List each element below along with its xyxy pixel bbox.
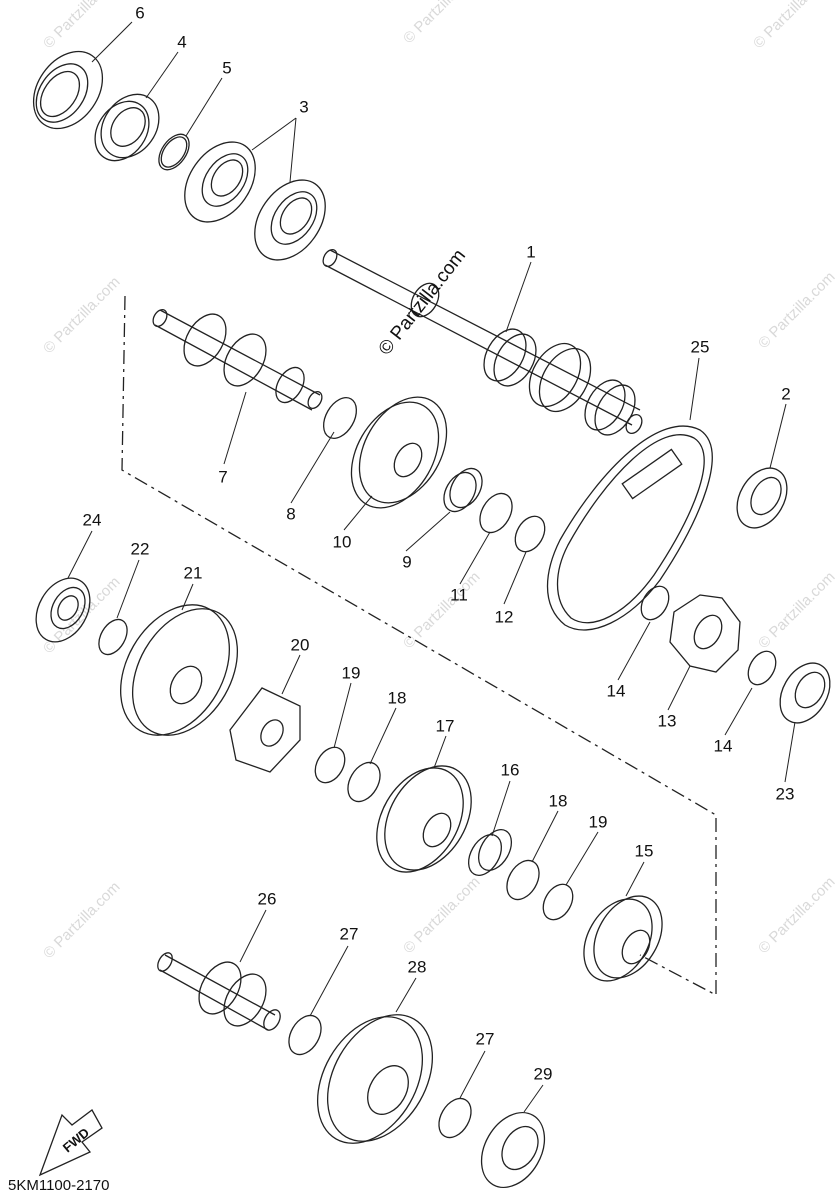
washer-18a [347,761,381,803]
callout-10: 10 [332,532,352,552]
gear-10 [350,396,448,509]
bearing-23 [779,662,831,724]
callout-28: 28 [407,957,427,977]
callout-12: 12 [494,607,514,627]
gear-28 [316,1014,434,1144]
circlip-19b [542,883,574,921]
callout-22: 22 [130,539,150,559]
fwd-arrow [38,1109,103,1177]
gear-15 [583,895,663,982]
gear-21 [120,604,239,736]
callout-14a: 14 [606,681,626,701]
callout-15: 15 [634,841,654,861]
callout-6: 6 [135,3,145,23]
o-ring-5 [158,133,190,171]
callout-18a: 18 [387,688,407,708]
bearing-2 [736,467,788,529]
diagram-code: 5KM1100-2170 [8,1177,110,1194]
callout-29: 29 [533,1064,553,1084]
circlip-19a [314,746,346,784]
assembly-outline [121,295,717,997]
sprocket-13 [669,594,741,673]
circlip-8 [322,397,358,439]
circlip-27a [288,1014,322,1056]
callout-23: 23 [775,784,795,804]
callout-20: 20 [290,635,310,655]
callout-7: 7 [218,467,228,487]
shaft-26 [157,952,281,1031]
gear-17 [376,765,472,873]
bearing-29 [480,1111,546,1189]
callout-9: 9 [402,552,412,572]
chain-25 [546,425,713,631]
circlip-14b [747,650,777,686]
dog-clutch-20 [229,687,301,773]
callout-21: 21 [183,563,203,583]
circlip-14a [640,585,670,621]
washer-22 [98,618,128,656]
washer-18b [506,859,540,901]
callout-19a: 19 [341,663,361,683]
callout-17: 17 [435,716,455,736]
callout-8: 8 [286,504,296,524]
bearing-3b [254,179,326,261]
callout-27a: 27 [339,924,359,944]
callout-3: 3 [299,97,309,117]
main-axle-1 [322,248,643,436]
callout-14b: 14 [713,736,733,756]
needle-bearing-9 [443,467,483,513]
callout-18b: 18 [548,791,568,811]
circlip-27b [438,1097,472,1139]
secondary-shaft-7 [152,308,323,411]
washer-11 [479,492,513,534]
callout-19b: 19 [588,812,608,832]
bearing-3a [184,141,256,223]
bearing-24 [35,577,91,643]
callout-5: 5 [222,58,232,78]
callout-2: 2 [781,384,791,404]
callout-16: 16 [500,760,520,780]
chain-links [621,448,683,500]
callout-25: 25 [690,337,710,357]
oil-seal-6 [32,50,104,130]
callout-26: 26 [257,889,277,909]
callout-1: 1 [526,242,536,262]
callout-27b: 27 [475,1029,495,1049]
bearing-16 [467,829,513,876]
callout-11: 11 [450,585,468,605]
leader-lines [67,21,796,1113]
callout-13: 13 [657,711,677,731]
bearing-4 [94,93,160,162]
callout-4: 4 [177,32,187,52]
callout-24: 24 [82,510,102,530]
circlip-12 [514,515,546,553]
